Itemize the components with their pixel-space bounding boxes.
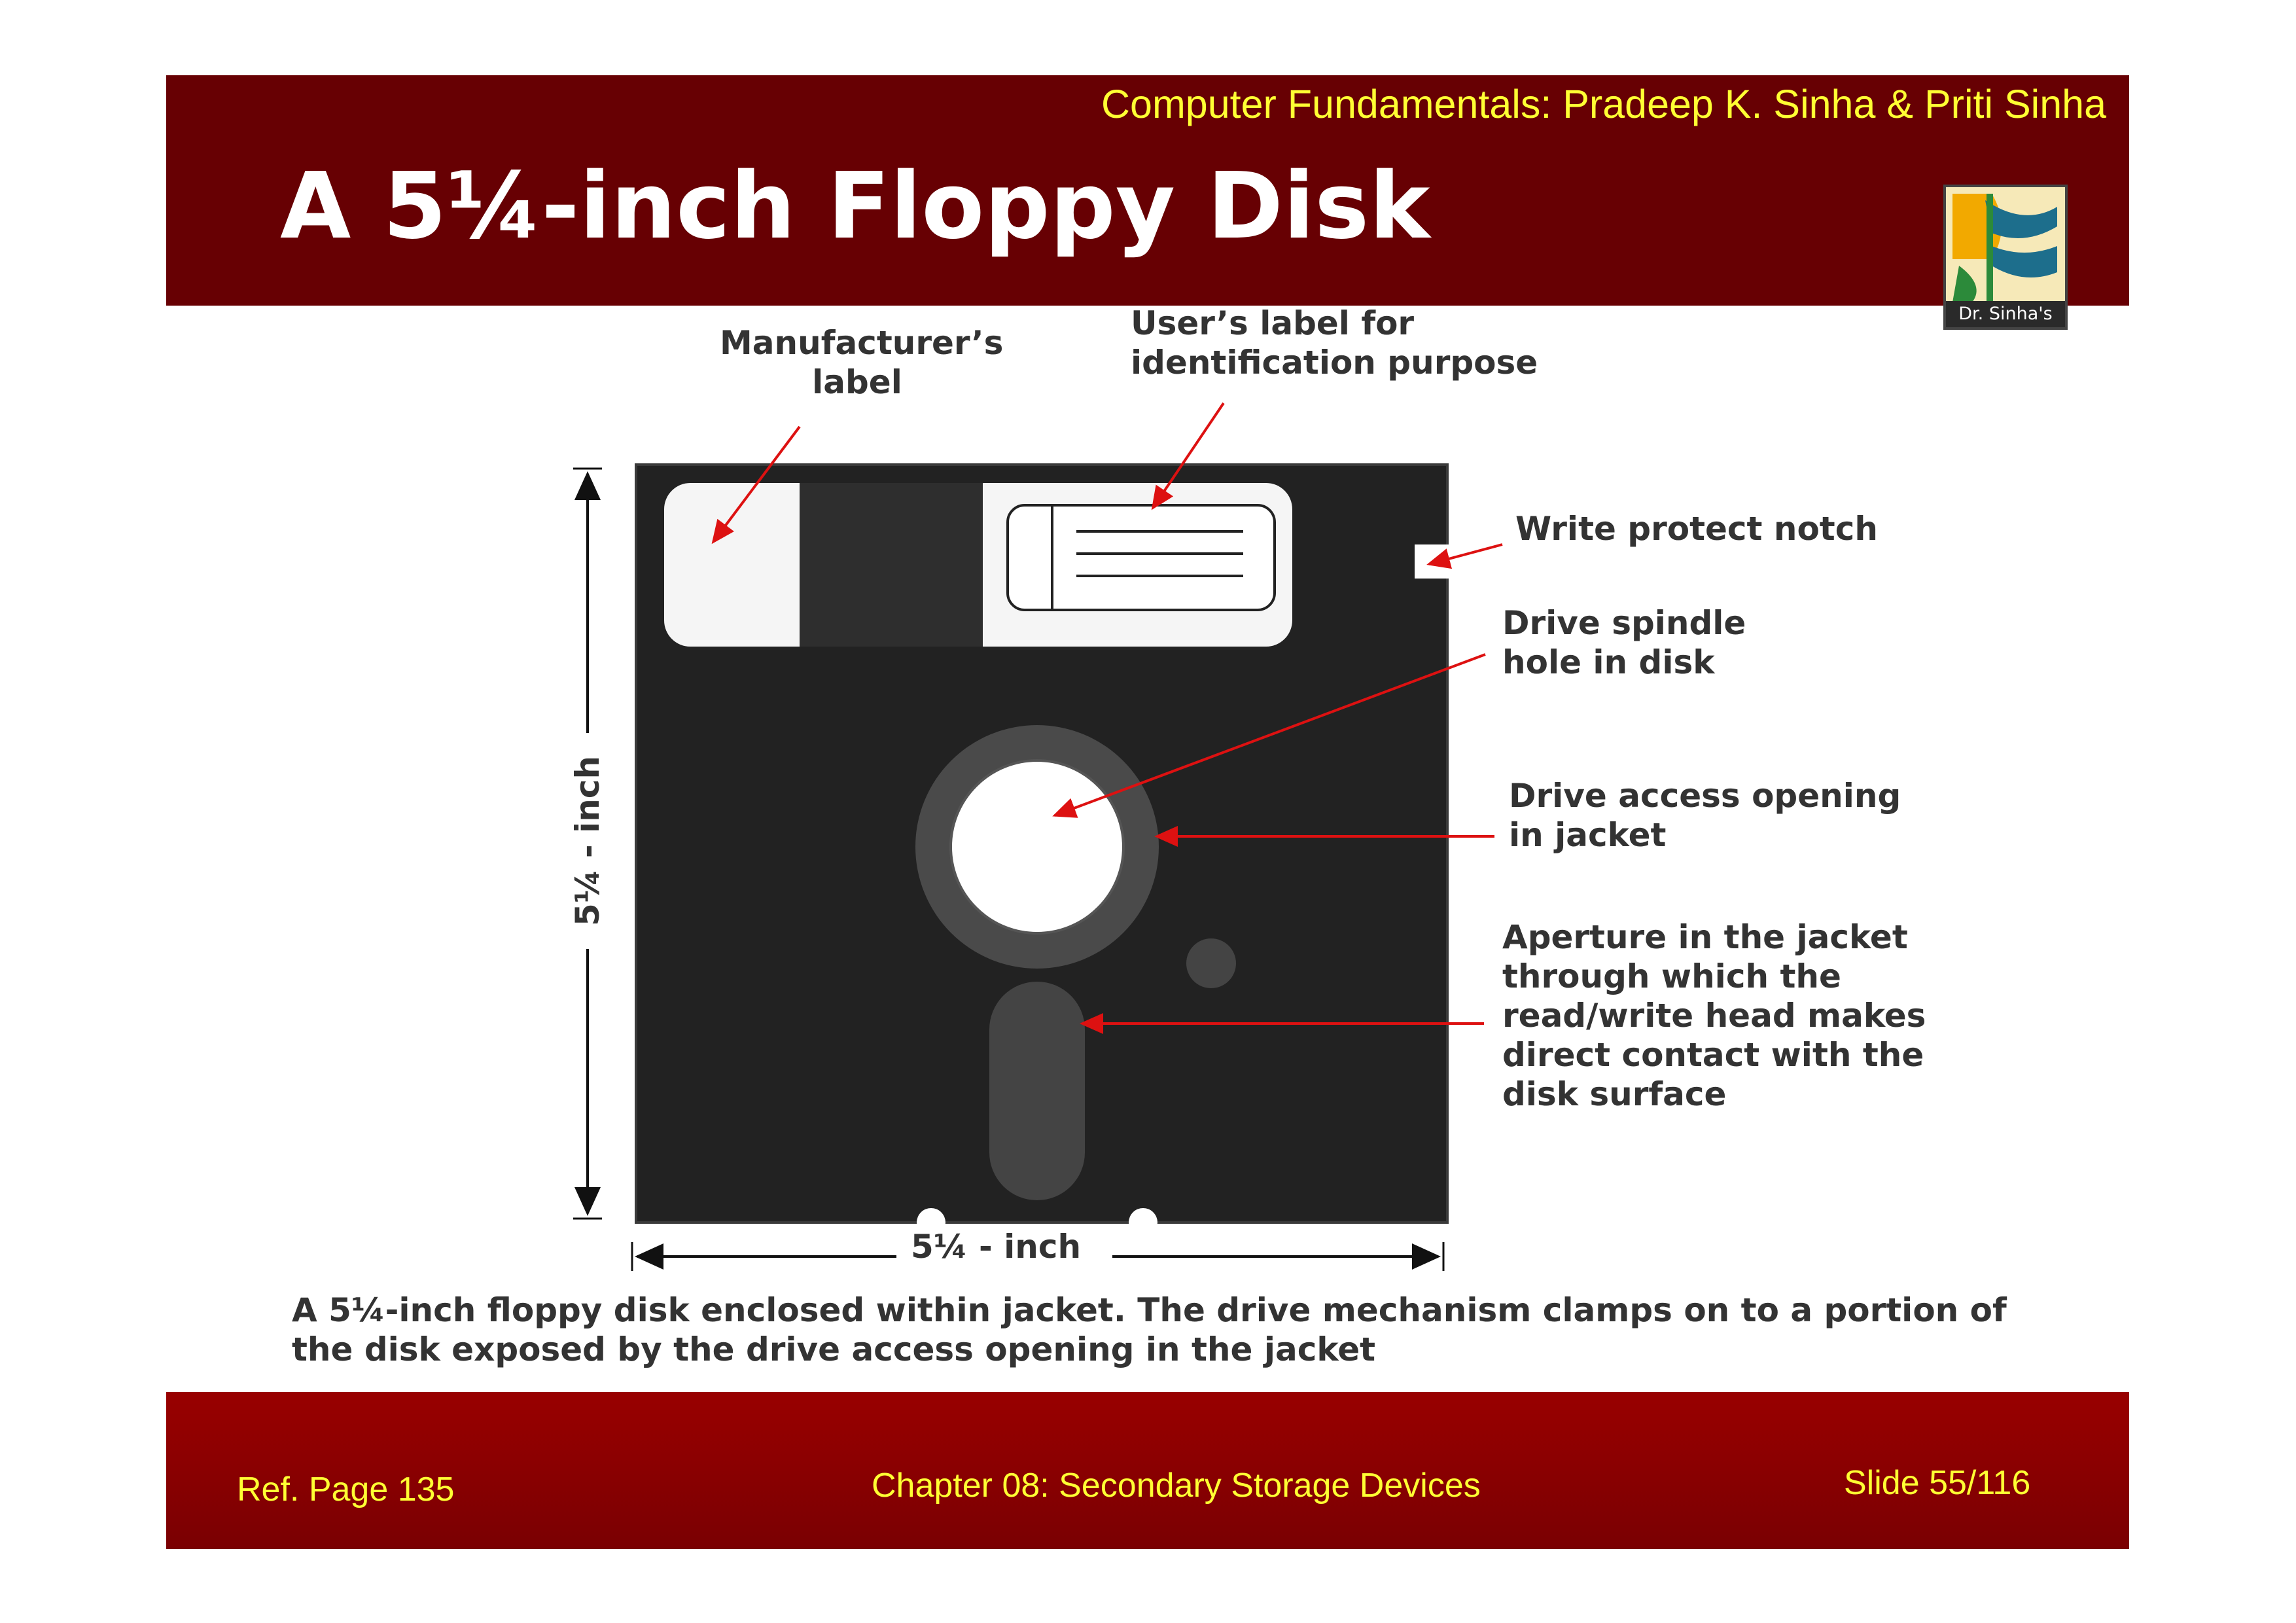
arrow-user-label [1151, 402, 1225, 510]
chapter-title: Chapter 08: Secondary Storage Devices [872, 1467, 1481, 1505]
arrow-write-protect [1426, 543, 1503, 569]
head-aperture [989, 982, 1085, 1200]
logo-emblem-icon [1946, 187, 2065, 302]
publisher-logo: Dr. Sinha's [1943, 185, 2068, 330]
footer-band [166, 1392, 2129, 1549]
logo-caption: Dr. Sinha's [1946, 301, 2065, 327]
ref-page: Ref. Page 135 [237, 1471, 455, 1508]
spindle-hole [949, 759, 1125, 935]
user-label-card [1006, 504, 1276, 611]
slide-number: Slide 55/116 [1844, 1464, 2031, 1502]
header-band [166, 75, 2129, 306]
label-access-opening: Drive access opening in jacket [1509, 777, 1901, 854]
label-head-aperture: Aperture in the jacket through which the… [1502, 918, 1926, 1113]
label-write-protect-notch: Write protect notch [1515, 510, 1878, 548]
index-hole [1186, 938, 1236, 988]
width-dimension [631, 1242, 1445, 1271]
arrow-manufacturer-label [711, 425, 801, 544]
width-label: 5¼ - inch [911, 1228, 1082, 1266]
height-label: 5¼ - inch [569, 755, 607, 927]
arrow-spindle-hole [1052, 653, 1486, 818]
slide-title: A 5¼-inch Floppy Disk [280, 153, 1430, 260]
strain-notch-left [917, 1208, 945, 1237]
series-credit: Computer Fundamentals: Pradeep K. Sinha … [1101, 82, 2106, 126]
label-gap [800, 483, 983, 647]
height-dimension [573, 467, 602, 1220]
label-spindle-hole: Drive spindle hole in disk [1502, 604, 1746, 681]
strain-notch-right [1129, 1208, 1157, 1237]
label-user: User’s label for identification purpose [1131, 304, 1538, 382]
figure-caption: A 5¼-inch floppy disk enclosed within ja… [292, 1291, 2007, 1368]
label-manufacturer: Manufacturer’s label [720, 324, 1004, 401]
